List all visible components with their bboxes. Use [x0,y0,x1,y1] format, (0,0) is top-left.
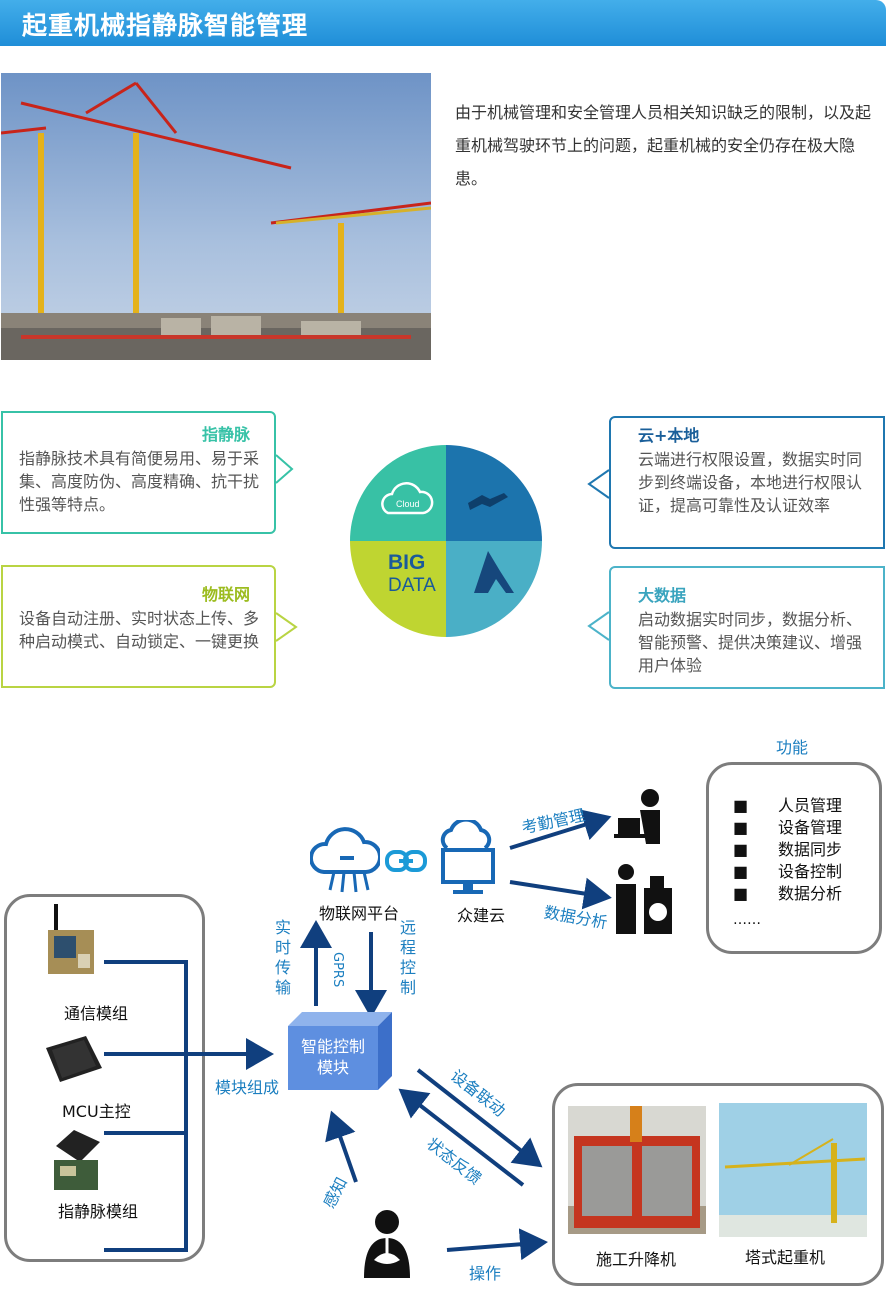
page-title: 起重机械指静脉智能管理 [22,11,309,40]
controller-label: 智能控制 模块 [288,1036,378,1078]
feature-card-cloud: 云+本地 云端进行权限设置，数据实时同步到终端设备，本地进行权限认证，提高可靠性… [609,416,885,549]
bullet-icon: ■ [733,796,749,815]
feature-text: 云端进行权限设置，数据实时同步到终端设备，本地进行权限认证，提高可靠性及认证效率 [638,450,863,515]
gprs-label: GPRS [330,952,345,988]
attendance-person-icon [612,788,668,844]
module-combine-label: 模块组成 [215,1078,280,1097]
bullet-icon: ■ [733,884,749,903]
bullet-icon: ■ [733,818,749,837]
mcu-chip-icon [42,1034,104,1084]
tower-crane-photo [719,1103,867,1237]
function-item: ■ 数据分析 [733,883,879,905]
comm-module-label: 通信模组 [64,1004,129,1023]
bullet-icon: ■ [733,862,749,881]
functions-panel: ■ 人员管理 ■ 设备管理 ■ 数据同步 ■ 设备控制 ■ 数据分析 …… [706,762,882,954]
elevator-photo [568,1106,706,1234]
functions-title: 功能 [776,738,809,757]
feature-text: 设备自动注册、实时状态上传、多种启动模式、自动锁定、一键更换 [19,609,260,651]
controller-label-line2: 模块 [316,1058,349,1077]
cloud-name-label: 众建云 [457,906,506,925]
operate-label: 操作 [469,1264,502,1283]
vein-module-label: 指静脉模组 [58,1202,139,1221]
iot-link-icon [468,493,508,510]
realtime-label: 实时传输 [274,918,291,997]
module-panel [4,894,205,1262]
function-item: ■ 设备控制 [733,861,879,883]
tower-crane-label: 塔式起重机 [745,1248,826,1267]
vein-module-icon [50,1126,102,1194]
functions-list: ■ 人员管理 ■ 设备管理 ■ 数据同步 ■ 设备控制 ■ 数据分析 [733,795,879,905]
feature-title: 物联网 [201,585,250,604]
feature-text: 指静脉技术具有简便易用、易于采集、高度防伪、高度精确、抗干扰性强等特点。 [19,449,260,514]
iot-cloud-icon [308,820,383,898]
controller-cube [288,1012,392,1090]
function-item-label: 设备管理 [778,818,843,837]
feature-title: 指静脉 [201,425,250,444]
data-label: DATA [388,575,436,596]
operator-icon [362,1208,412,1280]
iot-platform-label: 物联网平台 [319,904,400,923]
card-pointers [275,454,610,642]
functions-more: …… [733,912,761,928]
remote-label: 远程控制 [399,918,416,997]
feature-card-vein: 指静脉 指静脉技术具有简便易用、易于采集、高度防伪、高度精确、抗干扰性强等特点。 [1,411,276,534]
function-item-label: 数据分析 [778,884,843,903]
cloud-label: Cloud [396,499,420,509]
comm-module-icon [48,902,94,974]
flow-arrows [104,809,612,1261]
function-item-label: 设备控制 [778,862,843,881]
feature-gear: Cloud BIG DATA [333,428,559,654]
elevator-label: 施工升降机 [596,1250,677,1269]
intro-text: 由于机械管理和安全管理人员相关知识缺乏的限制，以及起重机械驾驶环节上的问题，起重… [455,103,872,188]
analytics-icon [474,551,514,593]
function-item-label: 数据同步 [778,840,843,859]
feature-card-iot: 物联网 设备自动注册、实时状态上传、多种启动模式、自动锁定、一键更换 [1,565,276,688]
controller-label-line1: 智能控制 [300,1037,365,1056]
function-item-label: 人员管理 [778,796,843,815]
feature-title: 云+本地 [638,426,700,445]
analysis-person-icon [612,862,674,934]
feature-title: 大数据 [638,586,687,605]
feature-text: 启动数据实时同步，数据分析、智能预警、提供决策建议、增强用户体验 [638,610,863,675]
function-item: ■ 设备管理 [733,817,879,839]
cloud-icon [381,482,434,515]
bullet-icon: ■ [733,840,749,859]
crane-photo [1,73,431,360]
big-label: BIG [388,551,425,574]
feature-card-bigdata: 大数据 启动数据实时同步，数据分析、智能预警、提供决策建议、增强用户体验 [609,566,885,689]
link-icon [385,848,427,874]
function-item: ■ 数据同步 [733,839,879,861]
mcu-label: MCU主控 [62,1102,131,1121]
function-item: ■ 人员管理 [733,795,879,817]
title-bar: 起重机械指静脉智能管理 [0,0,886,46]
cloud-monitor-icon [437,817,499,896]
